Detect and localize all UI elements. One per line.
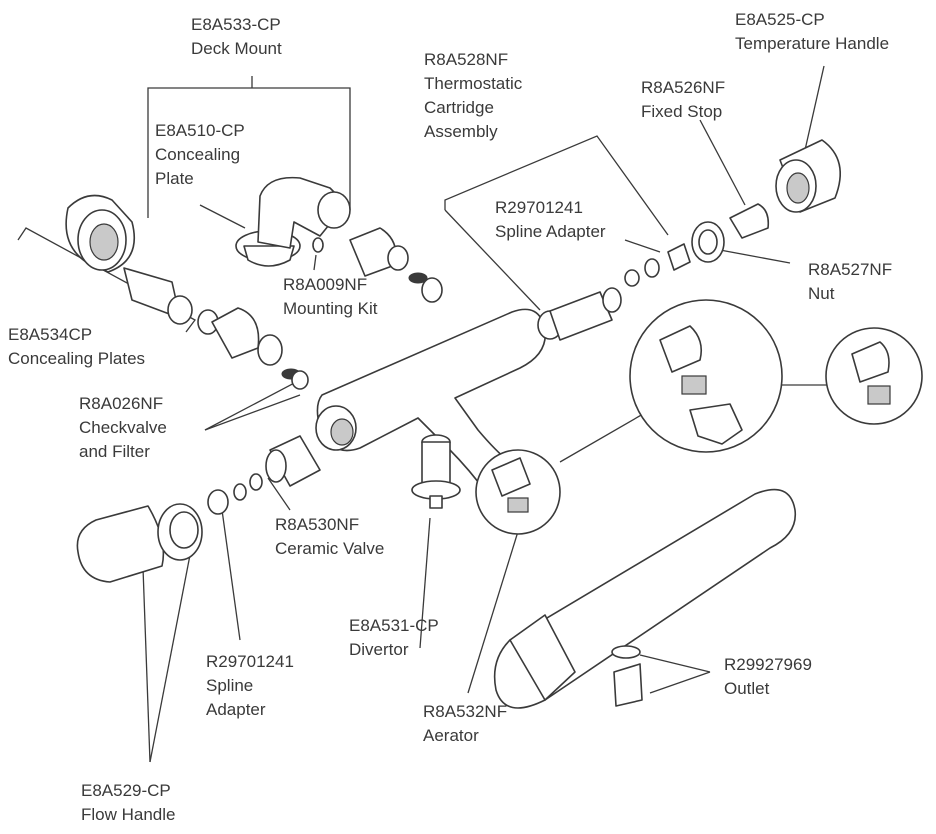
part-number: E8A525-CP bbox=[735, 10, 825, 29]
thermostatic-cartridge-part bbox=[537, 243, 691, 341]
callout-nut: R8A527NF Nut bbox=[808, 258, 892, 306]
leader-nut bbox=[719, 249, 791, 264]
leader-divertor bbox=[419, 517, 431, 649]
leader-spline-upper bbox=[624, 239, 661, 253]
callout-aerator: R8A532NF Aerator bbox=[423, 700, 507, 748]
leader-outlet-1 bbox=[639, 654, 711, 673]
part-number: E8A510-CP bbox=[155, 121, 245, 140]
aerator-detail-large bbox=[629, 299, 783, 453]
leader-outlet-2 bbox=[649, 671, 711, 694]
part-name: Flow Handle bbox=[81, 805, 176, 824]
part-name: Concealing Plate bbox=[155, 145, 241, 188]
part-name: Divertor bbox=[349, 640, 409, 659]
part-name: Mounting Kit bbox=[283, 299, 378, 318]
part-number: R8A530NF bbox=[275, 515, 360, 534]
leader-flow-handle-2 bbox=[149, 554, 191, 763]
part-name: Spline Adapter bbox=[495, 222, 606, 241]
part-name: Fixed Stop bbox=[641, 102, 723, 121]
leader-checkvalve-1 bbox=[204, 379, 301, 431]
leader-detail-left bbox=[559, 409, 651, 463]
part-number: R8A532NF bbox=[423, 702, 508, 721]
leader-deck-mount bbox=[147, 87, 351, 218]
part-name: Outlet bbox=[724, 679, 770, 698]
leader-aerator bbox=[467, 524, 521, 694]
callout-concealing-plate: E8A510-CP Concealing Plate bbox=[155, 119, 255, 191]
part-number: E8A531-CP bbox=[349, 616, 439, 635]
callout-fixed-stop: R8A526NF Fixed Stop bbox=[641, 76, 725, 124]
part-number: E8A534CP bbox=[8, 325, 93, 344]
part-name: Thermostatic Cartridge Assembly bbox=[424, 74, 523, 141]
concealing-plates-part bbox=[65, 194, 309, 390]
callout-thermostatic-cartridge: R8A528NF Thermostatic Cartridge Assembly bbox=[424, 48, 574, 144]
spout-part bbox=[493, 488, 797, 709]
part-name: Checkvalve and Filter bbox=[79, 418, 167, 461]
flow-handle-part bbox=[76, 503, 203, 583]
part-name: Nut bbox=[808, 284, 835, 303]
part-number: R8A528NF bbox=[424, 50, 509, 69]
leader-mounting-kit bbox=[313, 254, 317, 271]
callout-flow-handle: E8A529-CP Flow Handle bbox=[81, 779, 176, 827]
part-number: E8A533-CP bbox=[191, 15, 281, 34]
part-number: E8A529-CP bbox=[81, 781, 171, 800]
leader-concealing-plates bbox=[17, 227, 196, 333]
leader-temperature-handle bbox=[804, 65, 825, 151]
part-number: R8A527NF bbox=[808, 260, 893, 279]
divertor-part bbox=[411, 434, 461, 509]
part-name: Deck Mount bbox=[191, 39, 282, 58]
outlet-detail bbox=[825, 327, 923, 425]
part-number: R29927969 bbox=[724, 655, 812, 674]
aerator-detail bbox=[475, 449, 561, 535]
callout-spline-adapter-upper: R29701241 Spline Adapter bbox=[495, 196, 606, 244]
part-name: Ceramic Valve bbox=[275, 539, 385, 558]
callout-concealing-plates: E8A534CP Concealing Plates bbox=[8, 323, 145, 371]
part-name: Temperature Handle bbox=[735, 34, 890, 53]
callout-temperature-handle: E8A525-CP Temperature Handle bbox=[735, 8, 889, 56]
part-number: R8A026NF bbox=[79, 394, 164, 413]
leader-checkvalve-2 bbox=[204, 394, 301, 431]
callout-outlet: R29927969 Outlet bbox=[724, 653, 812, 701]
callout-deck-mount: E8A533-CP Deck Mount bbox=[191, 13, 282, 61]
leader-flow-handle-1 bbox=[142, 567, 151, 763]
callout-divertor: E8A531-CP Divertor bbox=[349, 614, 439, 662]
part-name: Spline Adapter bbox=[206, 676, 266, 719]
leader-concealing-plate bbox=[199, 204, 246, 229]
part-number: R8A009NF bbox=[283, 275, 368, 294]
leader-cartridge bbox=[444, 135, 669, 236]
part-number: R29701241 bbox=[206, 652, 294, 671]
callout-checkvalve-filter: R8A026NF Checkvalve and Filter bbox=[79, 392, 189, 464]
part-name: Concealing Plates bbox=[8, 349, 146, 368]
temperature-handle-part bbox=[691, 139, 842, 263]
callout-mounting-kit: R8A009NF Mounting Kit bbox=[283, 273, 378, 321]
part-number: R29701241 bbox=[495, 198, 583, 217]
ceramic-valve-part bbox=[207, 435, 321, 515]
leader-fixed-stop bbox=[699, 119, 746, 206]
leader-spline-lower bbox=[221, 509, 241, 641]
deck-mount-part bbox=[235, 176, 443, 303]
callout-spline-adapter-lower: R29701241 Spline Adapter bbox=[206, 650, 306, 722]
part-number: R8A526NF bbox=[641, 78, 726, 97]
part-name: Aerator bbox=[423, 726, 479, 745]
leader-ceramic-valve bbox=[267, 477, 291, 511]
callout-ceramic-valve: R8A530NF Ceramic Valve bbox=[275, 513, 384, 561]
leader-lines bbox=[17, 65, 835, 763]
